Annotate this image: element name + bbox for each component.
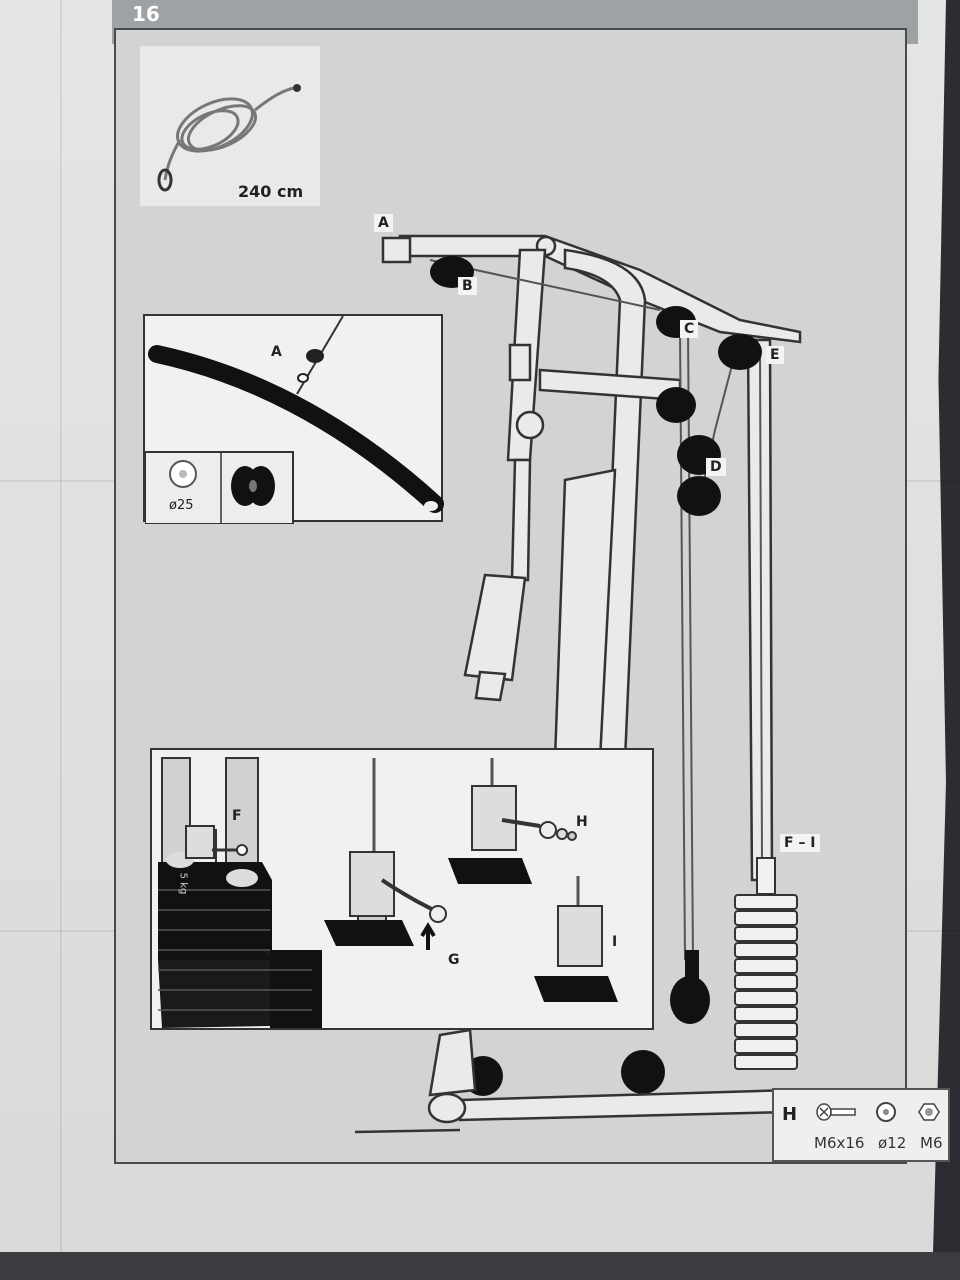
inset-label-a: A bbox=[271, 344, 282, 360]
cable-length: 240 cm bbox=[238, 182, 304, 201]
cable-coil-icon bbox=[163, 86, 296, 181]
weight-inset: F G H I 5 kg bbox=[150, 748, 654, 1030]
pulley-icon bbox=[656, 387, 696, 423]
washer-label: ø12 bbox=[878, 1134, 907, 1152]
label-b: B bbox=[458, 277, 477, 295]
hardware-group-label: H bbox=[782, 1104, 798, 1125]
uprights bbox=[506, 248, 774, 882]
page-number: 16 bbox=[132, 2, 160, 26]
paper-fold bbox=[60, 0, 62, 1262]
table-surface bbox=[0, 1252, 960, 1280]
hardware-box: H M6x16 ø12 M6 bbox=[772, 1088, 950, 1162]
inset-label-g: G bbox=[448, 952, 460, 968]
washer-icon bbox=[876, 1102, 896, 1122]
lat-bar-drawing bbox=[145, 316, 444, 524]
base-frame bbox=[354, 1028, 792, 1134]
hardware-icons bbox=[816, 1102, 940, 1122]
label-c: C bbox=[680, 320, 699, 338]
back-pad bbox=[463, 468, 617, 762]
cable-end-icon bbox=[293, 84, 301, 92]
label-e: E bbox=[766, 346, 784, 364]
label-d: D bbox=[706, 458, 726, 476]
cable-loop-icon bbox=[157, 168, 173, 192]
inset-label-i: I bbox=[612, 934, 618, 950]
inset-label-h: H bbox=[576, 814, 588, 830]
weight-pin-drawing bbox=[158, 757, 618, 1028]
cable-clip-icon bbox=[685, 950, 699, 990]
weight-stack-icon bbox=[734, 857, 798, 1070]
bolt-icon bbox=[816, 1103, 856, 1121]
nut-label: M6 bbox=[920, 1134, 943, 1152]
inset-label-f: F bbox=[232, 808, 242, 824]
bar-inset: A ø25 bbox=[143, 314, 444, 524]
cables bbox=[429, 259, 763, 961]
pulley-e-icon bbox=[718, 334, 762, 370]
pulley-icon bbox=[306, 349, 324, 363]
washer-size: ø25 bbox=[169, 498, 194, 513]
pulley-d-icon bbox=[677, 476, 721, 516]
pulley-low-icon bbox=[670, 976, 710, 1024]
bolt-label: M6x16 bbox=[814, 1134, 865, 1152]
pulley-low-icon bbox=[621, 1050, 665, 1094]
label-f-i: F – I bbox=[780, 834, 820, 852]
pulleys bbox=[430, 256, 762, 1096]
nut-icon bbox=[918, 1103, 940, 1121]
label-a: A bbox=[374, 214, 393, 232]
weight-plate-label: 5 kg bbox=[177, 872, 189, 895]
top-arm bbox=[381, 234, 802, 344]
